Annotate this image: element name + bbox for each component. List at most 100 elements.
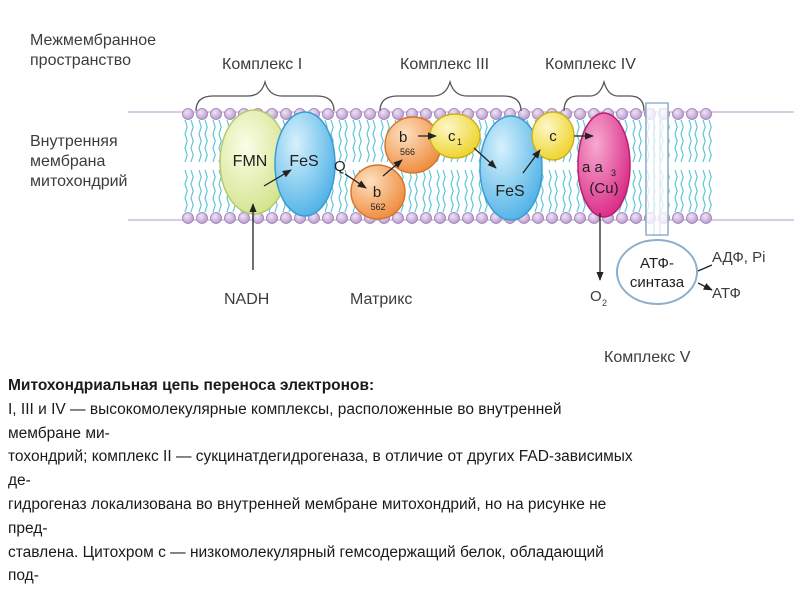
o2-subscript: 2 (602, 298, 607, 308)
arrow-b562-to-b566 (382, 159, 403, 177)
complex-4-label: Комплекс IV (545, 56, 636, 73)
lipid-tail (688, 169, 692, 213)
lipid-tail (562, 169, 566, 213)
lipid-tail (380, 119, 384, 163)
lipid-tail (366, 119, 370, 163)
complex-4-brace (563, 79, 645, 112)
lipid-tail (464, 169, 468, 213)
lipid-head (518, 108, 530, 120)
lipid-head (476, 108, 488, 120)
caption-line: ставлена. Цитохром с — низкомолекулярный… (8, 543, 604, 561)
aa3-label: a a (582, 159, 604, 176)
lipid-tail (702, 119, 706, 163)
lipid-tail (548, 169, 552, 213)
complex-1-brace (195, 79, 335, 112)
lipid-tail (442, 169, 446, 213)
lipid-tail (638, 119, 642, 163)
c1-label: c (448, 128, 456, 145)
lipid-tail (436, 169, 440, 213)
lipid-tail (694, 169, 698, 213)
nadh-label: NADH (224, 291, 269, 308)
lipid-tail (708, 169, 712, 213)
lipid-head (574, 108, 586, 120)
lipid-tail (344, 119, 348, 163)
lipid-head (280, 108, 292, 120)
figure-caption: Митохондриальная цепь переноса электроно… (8, 374, 798, 588)
inner-membrane-label-1: Внутренняя (30, 133, 118, 150)
lipid-tail (554, 169, 558, 213)
intermembrane-label-1: Межмембранное (30, 32, 156, 49)
lipid-tail (632, 169, 636, 213)
lipid-tail (568, 169, 572, 213)
caption-line: пред- (8, 519, 48, 537)
complex-3-label: Комплекс III (400, 56, 489, 73)
lipid-tail (212, 169, 216, 213)
lipid-head (616, 212, 628, 224)
lipid-head (322, 212, 334, 224)
arrow-adp-to-synthase (697, 264, 713, 272)
lipid-tail (204, 119, 208, 163)
inner-membrane-label-2: мембрана (30, 153, 106, 170)
cytochrome-b562 (350, 164, 406, 220)
lipid-head (266, 212, 278, 224)
caption-line: гидрогеназ локализована во внутренней ме… (8, 495, 607, 513)
fes-protein-complex-1 (274, 111, 336, 217)
fmn-label: FMN (233, 153, 268, 170)
atp-label: АТФ (712, 285, 741, 302)
lipid-head (462, 212, 474, 224)
lipid-head (210, 108, 222, 120)
lipid-tail (666, 119, 670, 163)
aa3-subscript: 3 (611, 168, 616, 178)
fes-label-complex-1: FeS (289, 153, 318, 170)
fes-protein-complex-3 (479, 115, 543, 221)
lipid-tail (450, 169, 454, 213)
lipid-head (210, 212, 222, 224)
lipid-head (182, 212, 194, 224)
caption-title: Митохондриальная цепь переноса электроно… (8, 377, 375, 394)
lipid-head (700, 108, 712, 120)
lipid-tail (680, 119, 684, 163)
lipid-head (182, 108, 194, 120)
matrix-label: Матрикс (350, 291, 412, 308)
lipid-head (364, 108, 376, 120)
arrow-c1-to-fes (473, 147, 497, 169)
lipid-tail (702, 169, 706, 213)
lipid-tail (338, 169, 342, 213)
arrow-q-to-b562 (344, 173, 367, 189)
lipid-head (350, 212, 362, 224)
lipid-tail (674, 119, 678, 163)
lipid-tail (358, 119, 362, 163)
lipid-head (350, 108, 362, 120)
lipid-tail (694, 119, 698, 163)
lipid-tail (414, 169, 418, 213)
lipid-head (392, 108, 404, 120)
b566-subscript: 566 (400, 147, 415, 157)
lipid-head (560, 212, 572, 224)
lipid-tail (198, 119, 202, 163)
lipid-head (336, 108, 348, 120)
lipid-head (196, 108, 208, 120)
arrow-synthase-to-atp (697, 282, 713, 291)
lipid-tail (204, 169, 208, 213)
lipid-tail (456, 169, 460, 213)
atp-synthase-head (616, 239, 698, 305)
lipid-head (630, 108, 642, 120)
lipid-head (574, 212, 586, 224)
complex-3-brace (379, 79, 522, 112)
atp-synthase-stalk-body (645, 102, 669, 236)
adp-pi-label: АДФ, Pi (712, 249, 765, 266)
lipid-tail (190, 119, 194, 163)
lipid-head (616, 108, 628, 120)
lipid-tail (680, 169, 684, 213)
lipid-tail (540, 169, 544, 213)
lipid-head (476, 212, 488, 224)
lipid-head (224, 108, 236, 120)
o2-label: O (590, 288, 602, 305)
lipid-head (672, 212, 684, 224)
lipid-tail (184, 169, 188, 213)
lipid-head (420, 212, 432, 224)
lipid-head (490, 108, 502, 120)
lipid-head (392, 212, 404, 224)
caption-line: I, III и IV — высокомолекулярные комплек… (8, 400, 562, 418)
complex-5-label: Комплекс V (604, 349, 691, 366)
